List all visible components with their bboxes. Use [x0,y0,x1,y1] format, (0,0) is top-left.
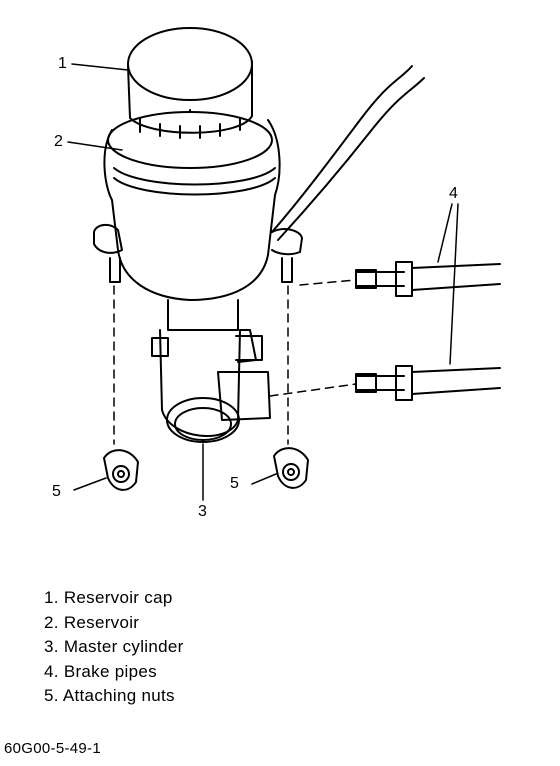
attaching-nut-right [273,447,309,489]
legend-item: 1. Reservoir cap [44,586,184,611]
leader-4b [449,203,459,365]
callout-5-right: 5 [230,475,239,492]
callout-2: 2 [54,133,63,150]
leader-4a [437,203,453,263]
callout-1: 1 [58,55,67,72]
legend-item: 5. Attaching nuts [44,684,184,709]
leader-2 [67,141,123,151]
legend-text: Reservoir cap [63,588,173,607]
legend-item: 2. Reservoir [44,611,184,636]
leader-1 [71,63,129,71]
legend-number: 3. [44,637,59,656]
sensor-wire [271,65,425,241]
reservoir-cap [127,27,253,139]
legend-number: 5. [44,686,59,705]
legend-text: Reservoir [63,612,140,632]
figure-id: 60G00-5-49-1 [4,740,101,757]
legend-item: 4. Brake pipes [44,660,184,685]
leader-5-left [73,477,107,491]
assembly-lines [113,279,357,445]
brake-pipes [355,261,501,401]
callout-5-left: 5 [52,483,61,500]
legend-text: Master cylinder [63,637,184,656]
attaching-nut-left [103,449,139,491]
parts-legend: 1. Reservoir cap 2. Reservoir 3. Master … [44,586,184,709]
master-cylinder-diagram [67,27,501,501]
legend-text: Attaching nuts [62,686,175,705]
legend-number: 2. [44,612,59,632]
callout-4: 4 [449,185,458,202]
legend-item: 3. Master cylinder [44,635,184,660]
legend-number: 4. [44,661,59,681]
master-cylinder [151,299,271,443]
legend-text: Brake pipes [63,661,157,681]
legend-number: 1. [44,588,59,607]
callout-3: 3 [198,503,207,520]
reservoir-body [103,109,281,301]
leader-5-right [251,473,277,485]
reservoir-mount-lugs [93,224,303,283]
leader-lines [67,63,459,501]
